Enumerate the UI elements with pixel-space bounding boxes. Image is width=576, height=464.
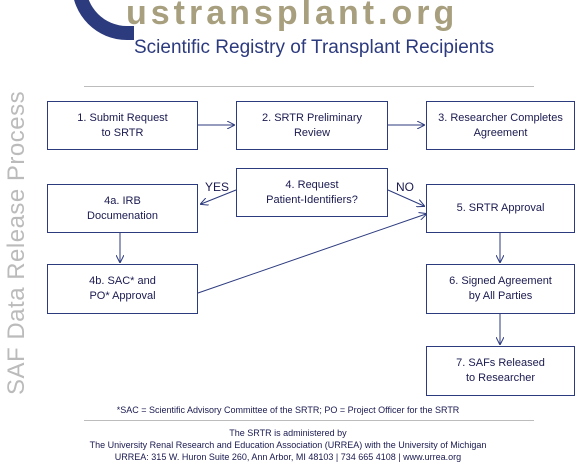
step-1-label: 1. Submit Request to SRTR <box>77 111 168 139</box>
step-3-box: 3. Researcher Completes Agreement <box>426 101 575 150</box>
step-2-label: 2. SRTR Preliminary Review <box>261 111 363 139</box>
footer-divider <box>84 420 534 421</box>
arrow-4-to-4a <box>201 189 237 204</box>
step-7-label: 7. SAFs Released to Researcher <box>456 357 545 384</box>
step-3-label: 3. Researcher Completes Agreement <box>438 111 563 139</box>
footer-line-2: The University Renal Research and Educat… <box>89 440 487 450</box>
arrow-4b-to-5 <box>197 214 426 294</box>
step-4a-label: 4a. IRB Documenation <box>87 194 158 222</box>
step-4-box: 4. Request Patient-Identifiers? <box>236 168 388 217</box>
footer-line-1: The SRTR is administered by <box>229 428 347 438</box>
logo-subtitle: Scientific Registry of Transplant Recipi… <box>134 37 495 58</box>
step-6-label: 6. Signed Agreement by All Parties <box>449 275 552 302</box>
footnote: *SAC = Scientific Advisory Committee of … <box>116 405 460 415</box>
logo-text: ustransplant.org <box>126 0 459 32</box>
step-5-box: 5. SRTR Approval <box>426 184 575 233</box>
arrow-4-to-5 <box>387 189 424 206</box>
decision-yes-label: YES <box>205 180 230 194</box>
step-4b-box: 4b. SAC* and PO* Approval <box>47 264 198 314</box>
step-2-box: 2. SRTR Preliminary Review <box>236 101 388 150</box>
step-4b-label: 4b. SAC* and PO* Approval <box>89 275 156 302</box>
header-divider <box>84 86 534 87</box>
decision-no-label: NO <box>396 180 414 194</box>
step-4a-box: 4a. IRB Documenation <box>47 184 198 233</box>
step-5-label: 5. SRTR Approval <box>456 202 545 214</box>
step-1-box: 1. Submit Request to SRTR <box>47 101 198 150</box>
footer-line-3: URREA: 315 W. Huron Suite 260, Ann Arbor… <box>114 452 462 462</box>
step-4-label: 4. Request Patient-Identifiers? <box>266 178 358 206</box>
step-7-box: 7. SAFs Released to Researcher <box>426 346 575 396</box>
step-6-box: 6. Signed Agreement by All Parties <box>426 264 575 314</box>
